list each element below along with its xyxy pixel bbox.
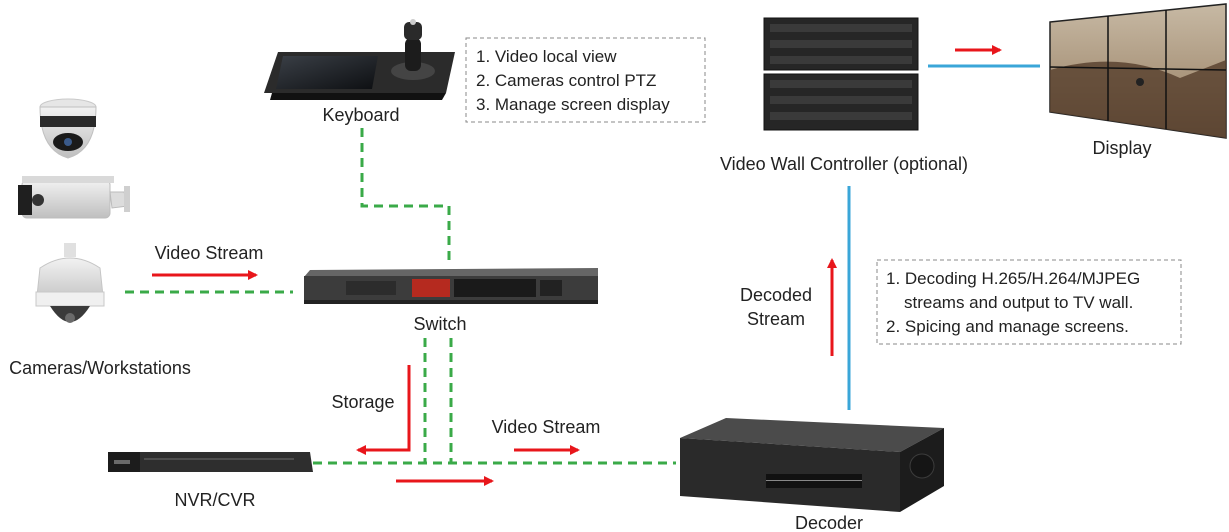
dome-camera-icon [39, 98, 97, 159]
ptz-keyboard-icon [264, 19, 455, 100]
keyboard-note-2: 2. Cameras control PTZ [476, 71, 656, 90]
decoder-note-1: 1. Decoding H.265/H.264/MJPEG [886, 269, 1140, 288]
display-label: Display [1092, 138, 1151, 158]
decoder-icon [680, 418, 944, 512]
camera-stream-label: Video Stream [155, 243, 264, 263]
video-wall-controller-icon [763, 17, 919, 131]
controller-label: Video Wall Controller (optional) [720, 154, 968, 174]
nvr-recorder-icon [108, 452, 313, 472]
ptz-camera-icon [35, 243, 105, 323]
decoded-stream-label-line2: Stream [747, 309, 805, 329]
network-links [125, 128, 676, 465]
switch-label: Switch [413, 314, 466, 334]
keyboard-switch-link [360, 128, 451, 266]
storage-arrow [356, 365, 411, 455]
decoder-note-2: streams and output to TV wall. [904, 293, 1133, 312]
nvr-label: NVR/CVR [174, 490, 255, 510]
network-switch-icon [304, 268, 598, 304]
keyboard-note-3: 3. Manage screen display [476, 95, 670, 114]
flow-arrows [152, 45, 1002, 486]
video-links [847, 64, 1040, 410]
decoded-stream-label-line1: Decoded [740, 285, 812, 305]
keyboard-notes-box [465, 37, 706, 123]
bullet-camera-icon [18, 176, 130, 219]
decoder-label: Decoder [795, 513, 863, 532]
cameras-label: Cameras/Workstations [9, 358, 191, 378]
video-wall-display-icon [1049, 3, 1227, 139]
decoder-notes-box [876, 259, 1182, 345]
storage-label: Storage [331, 392, 394, 412]
keyboard-note-1: 1. Video local view [476, 47, 617, 66]
nvr-stream-label: Video Stream [492, 417, 601, 437]
keyboard-label: Keyboard [322, 105, 399, 125]
decoder-note-3: 2. Spicing and manage screens. [886, 317, 1129, 336]
